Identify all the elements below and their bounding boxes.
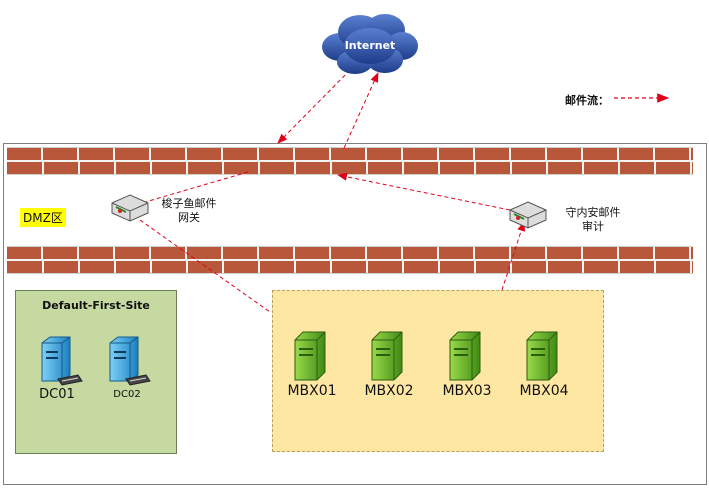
gateway-label-line1: 梭子鱼邮件	[161, 197, 217, 210]
audit-label-line1: 守内安邮件	[565, 206, 621, 219]
network-boundary	[3, 143, 707, 485]
audit-label-line2: 审计	[582, 220, 604, 233]
firewall-bottom	[7, 246, 693, 274]
router-icon	[509, 201, 547, 229]
gateway-label-line2: 网关	[178, 211, 200, 224]
dc-label: DC02	[113, 389, 141, 400]
mbx-label: MBX02	[364, 383, 414, 399]
server-icon	[449, 331, 481, 381]
flow-gateway-down	[139, 219, 271, 313]
dc-label: DC01	[39, 387, 75, 402]
gateway-label: 梭子鱼邮件 网关	[152, 197, 226, 225]
flow-internet-down	[277, 59, 361, 144]
router-icon	[111, 194, 149, 222]
flow-up-internet	[343, 72, 379, 149]
internet-label: Internet	[344, 39, 396, 52]
flow-gateway-top	[134, 171, 249, 206]
firewall-top	[7, 147, 693, 175]
flow-mbx-audit	[501, 221, 526, 291]
server-icon	[526, 331, 558, 381]
flow-audit-up	[337, 172, 511, 211]
mbx-label: MBX04	[519, 383, 569, 399]
mbx-label: MBX01	[287, 383, 337, 399]
cloud-icon	[322, 14, 418, 74]
audit-label: 守内安邮件 审计	[556, 206, 630, 234]
site-title: Default-First-Site	[42, 299, 150, 312]
computer-icon	[109, 336, 151, 386]
legend-label: 邮件流：	[565, 94, 609, 107]
mbx-label: MBX03	[442, 383, 492, 399]
site-box	[15, 290, 177, 454]
server-icon	[371, 331, 403, 381]
dmz-label: DMZ区	[20, 208, 66, 227]
server-icon	[294, 331, 326, 381]
computer-icon	[41, 336, 83, 386]
